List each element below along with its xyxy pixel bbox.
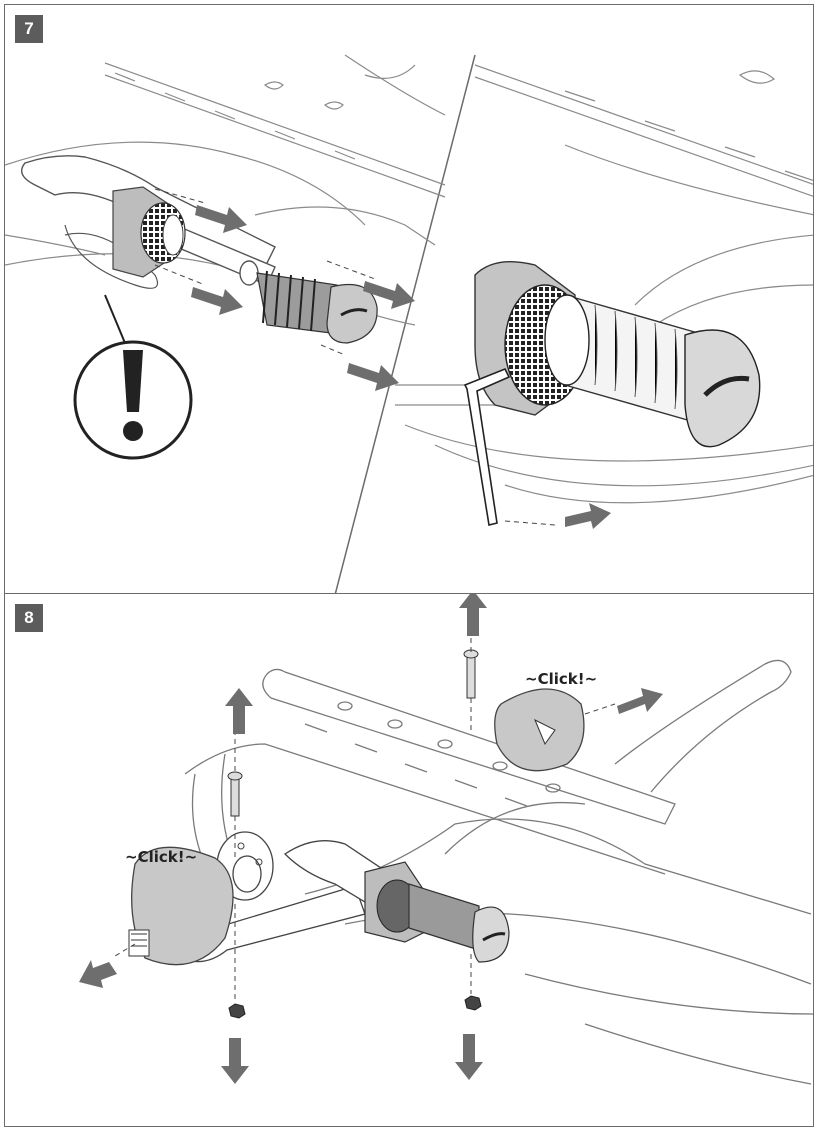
- callout-line: [104, 294, 126, 344]
- nut-icon: [228, 1003, 246, 1019]
- arrow-icon: [195, 205, 247, 233]
- click-label-right: ~Click!~: [525, 670, 597, 688]
- guide-lines: [114, 638, 616, 1002]
- allen-key-icon: [463, 367, 511, 526]
- end-cap-left: [128, 846, 234, 966]
- end-cap-right: [494, 688, 585, 772]
- grip-center: [364, 861, 510, 963]
- nut-icon: [464, 995, 482, 1011]
- arrow-icon: [191, 287, 243, 315]
- arrow-icon: [79, 960, 117, 988]
- grip-left: [256, 270, 378, 344]
- grip-mount-left: [112, 186, 186, 278]
- cable: [64, 224, 159, 289]
- step-8-badge: 8: [15, 604, 43, 632]
- arrow-icon: [459, 594, 487, 636]
- warning-exclamation-icon: [73, 340, 193, 460]
- grip-right: [544, 294, 761, 448]
- arrow-icon: [225, 688, 253, 734]
- arrow-icon: [617, 688, 663, 714]
- arrow-icon: [455, 1034, 483, 1080]
- click-label-left: ~Click!~: [125, 848, 197, 866]
- arrow-icon: [347, 363, 399, 391]
- arrows: [79, 594, 663, 1084]
- step-8-panel: 8: [4, 593, 814, 1127]
- guide-lines-left: [154, 188, 376, 356]
- end-cap-icon: [684, 329, 761, 448]
- arrow-icon: [221, 1038, 249, 1084]
- frame-outline-right: [395, 64, 813, 504]
- arrow-icon: [565, 503, 611, 529]
- divider-line: [334, 54, 476, 593]
- guide-line-key: [504, 520, 556, 526]
- arrows-left: [191, 205, 415, 391]
- step-8-illustration: ~Click!~ ~Click!~: [79, 594, 813, 1085]
- bolt-icon: [463, 649, 479, 699]
- arrow-icon: [363, 281, 415, 309]
- step-7-badge: 7: [15, 15, 43, 43]
- top-gap: [318, 0, 510, 6]
- step-7-panel: 7: [4, 4, 814, 594]
- bolt-icon: [227, 771, 243, 817]
- end-cap-icon: [326, 283, 378, 344]
- step-7-illustration: [5, 54, 813, 593]
